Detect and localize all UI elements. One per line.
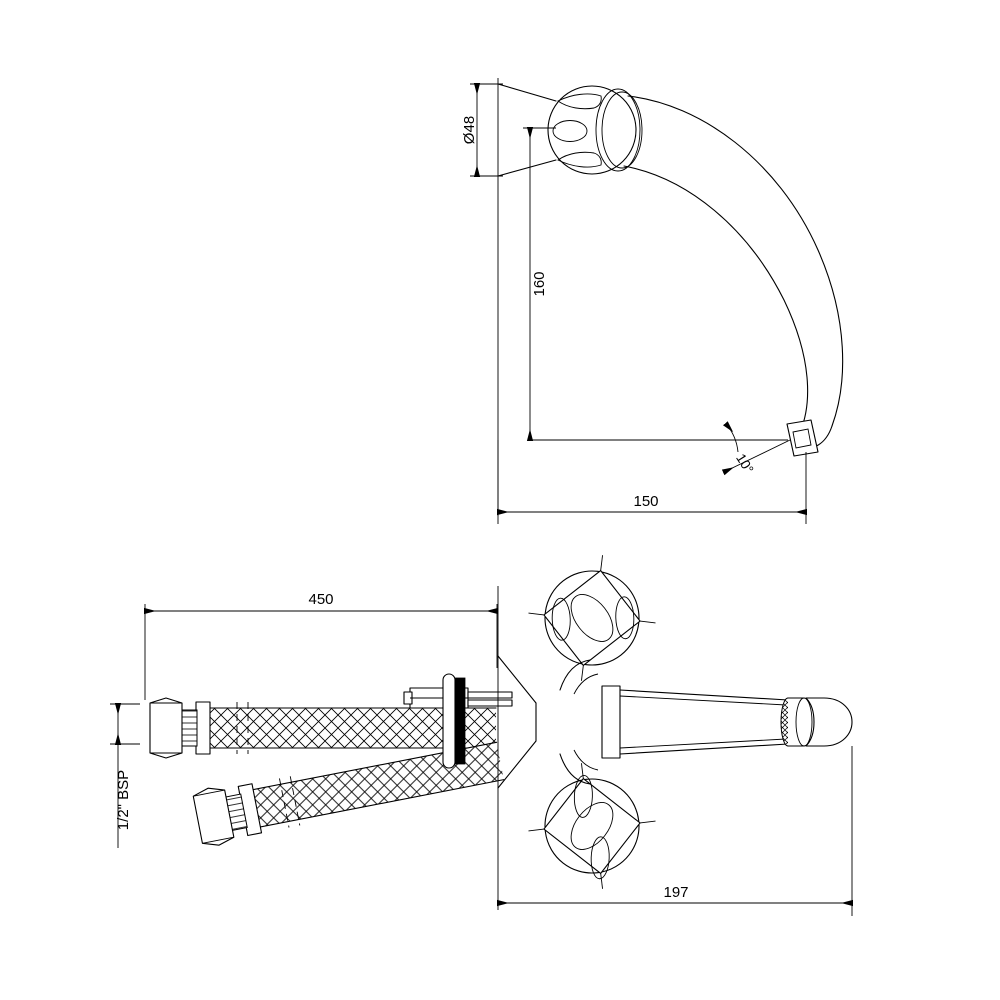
wall-flange [442, 673, 466, 769]
mixer-body-plan [497, 655, 537, 789]
dimension-thread-bsp: 1/2" BSP [110, 703, 140, 848]
hex-nut-upper [149, 697, 183, 759]
handle-ball-side [547, 85, 643, 175]
handle-ball-top-lower [528, 763, 656, 889]
handle-neck-lower [559, 753, 591, 785]
dimension-projection-150: 150 [497, 440, 807, 524]
dimension-label-bsp: 1/2" BSP [115, 770, 132, 830]
dimension-diameter-48: Ø48 [461, 83, 503, 177]
plan-view: 450 1/2" BSP [110, 555, 853, 916]
dimension-label-450: 450 [308, 591, 333, 608]
handle-neck-upper [559, 659, 591, 691]
dimension-label-diameter: Ø48 [461, 116, 478, 144]
handle-ball-top-upper [528, 555, 656, 681]
dimension-label-150: 150 [633, 493, 658, 510]
break-line-lower-a [279, 778, 290, 828]
dimension-label-160: 160 [531, 271, 548, 296]
break-line-lower-b [289, 776, 301, 826]
dimension-label-197: 197 [663, 884, 688, 901]
side-elevation-view: Ø48 160 [461, 78, 844, 524]
spout-plan [601, 685, 789, 759]
aerator-plan [780, 697, 853, 747]
dimension-height-160: 160 [523, 127, 788, 441]
braided-hose-lower [192, 741, 505, 846]
dimension-hose-450: 450 [144, 591, 498, 700]
dimension-width-197: 197 [497, 746, 853, 916]
aerator-outlet-side [786, 419, 819, 457]
